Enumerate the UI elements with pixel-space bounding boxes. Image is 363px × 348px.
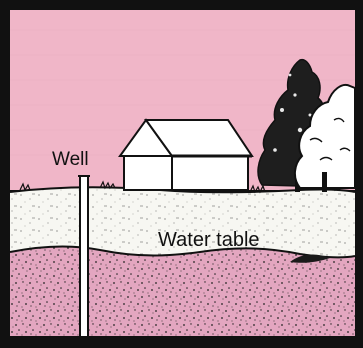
water-table-label: Water table [158,230,260,250]
house [120,120,252,190]
well-label: Well [52,150,89,169]
well-pipe [78,176,90,340]
frame-bottom [10,336,355,340]
